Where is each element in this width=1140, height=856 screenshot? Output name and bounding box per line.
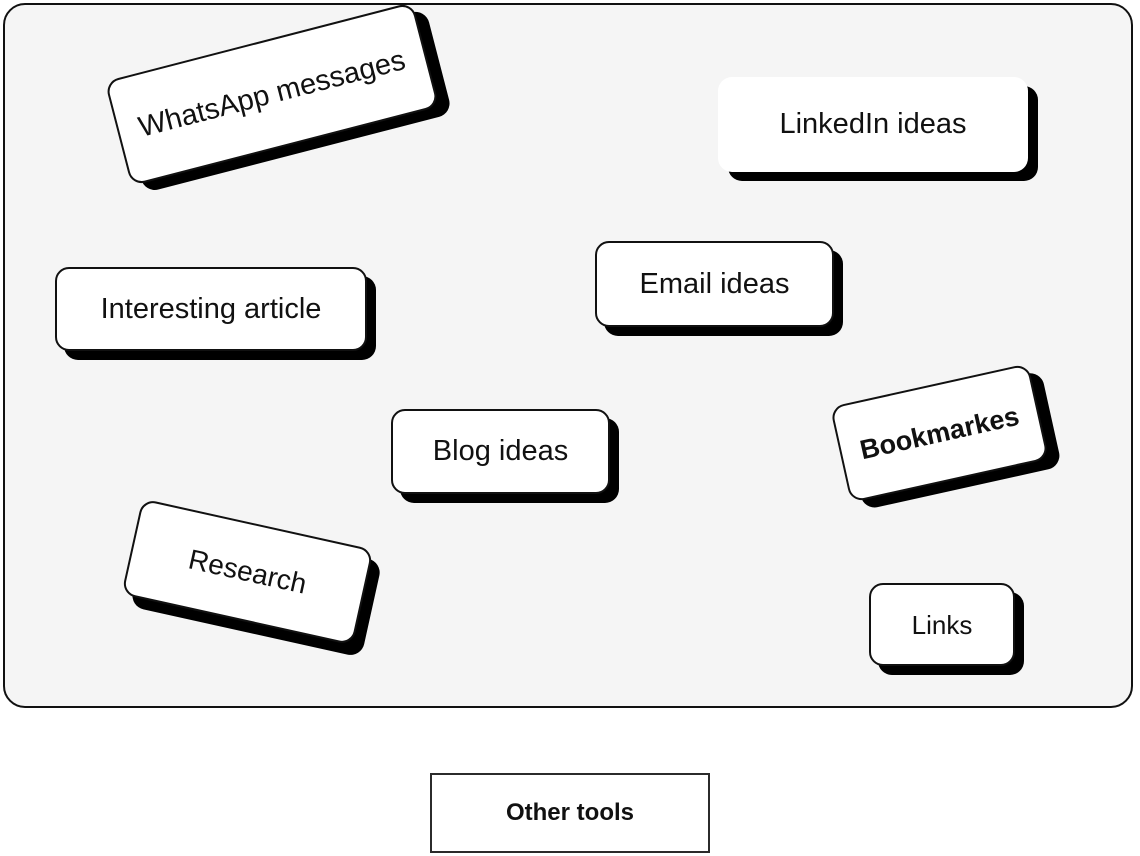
- other-tools-label: Other tools: [505, 799, 634, 826]
- card-whatsapp-messages[interactable]: WhatsApp messages: [104, 1, 440, 187]
- card-label: Bookmarkes: [857, 400, 1022, 465]
- card-label: Email ideas: [639, 267, 790, 300]
- idea-board-panel: WhatsApp messages LinkedIn ideas Interes…: [3, 1, 1133, 708]
- card-links[interactable]: Links: [869, 583, 1015, 666]
- card-label: Interesting article: [100, 292, 322, 325]
- card-label: WhatsApp messages: [135, 43, 409, 144]
- card-interesting-article[interactable]: Interesting article: [55, 267, 367, 351]
- card-label: Research: [185, 543, 310, 600]
- card-label: LinkedIn ideas: [779, 108, 967, 140]
- card-email-ideas[interactable]: Email ideas: [595, 241, 834, 327]
- other-tools-button[interactable]: Other tools: [430, 773, 710, 853]
- card-linkedin-ideas[interactable]: LinkedIn ideas: [718, 77, 1028, 172]
- card-blog-ideas[interactable]: Blog ideas: [391, 409, 610, 494]
- card-bookmarkes[interactable]: Bookmarkes: [829, 363, 1050, 503]
- card-label: Links: [911, 609, 973, 640]
- card-research[interactable]: Research: [121, 498, 374, 646]
- card-label: Blog ideas: [432, 435, 569, 467]
